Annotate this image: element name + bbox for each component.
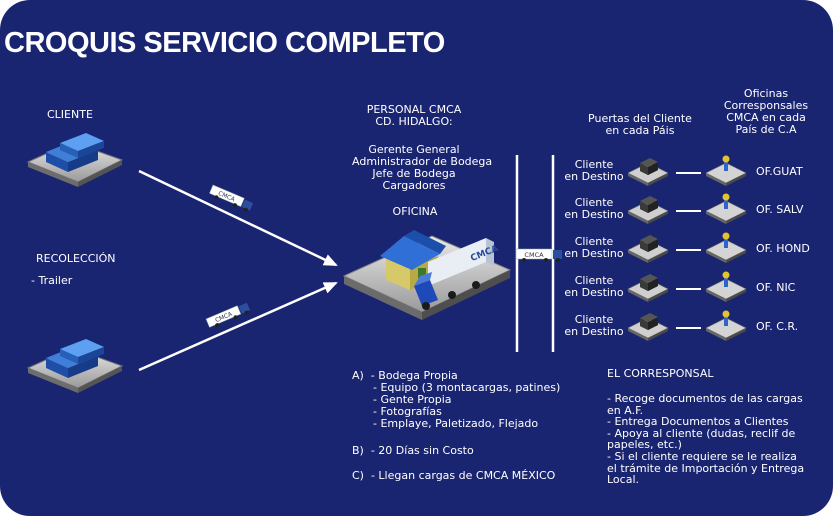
corresponsal-line: - Apoya al cliente (dudas, reclif de — [607, 426, 796, 440]
office-label: OF.GUAT — [756, 165, 803, 178]
cliente-destino-line: en Destino — [564, 325, 624, 338]
office-label: OF. SALV — [756, 203, 804, 216]
note-line: - Fotografías — [352, 405, 442, 418]
puertas-header: Puertas del Cliente en cada Páis — [578, 113, 702, 137]
role-item: Jefe de Bodega — [372, 167, 456, 180]
corresponsal-line: papeles, etc.) — [607, 438, 682, 452]
role-item: Gerente General — [368, 143, 460, 156]
recoleccion-label: RECOLECCIÓN — [36, 252, 116, 265]
arrow-cliente-to-oficina — [138, 169, 338, 267]
role-item: Cargadores — [382, 179, 446, 192]
small-truck-icon-bottom: CMCA — [205, 302, 251, 328]
puertas-header-line: en cada Páis — [605, 124, 675, 137]
corresponsal-line: en A.F. — [607, 403, 644, 417]
oficina-warehouse-icon: CMCA — [342, 230, 512, 320]
note-line: A) - Bodega Propia — [352, 369, 458, 382]
svg-text:CMCA: CMCA — [214, 310, 234, 324]
client-door-icon — [627, 274, 669, 302]
cliente-destino-line: Cliente — [574, 158, 614, 171]
corresponsal-line: - Si el cliente requiere se le realiza — [607, 449, 797, 463]
cliente-destino-line: Cliente — [574, 274, 614, 287]
office-pin-icon — [705, 271, 747, 302]
client-door-icon — [627, 196, 669, 224]
oficinas-header-line: Corresponsales — [723, 99, 809, 112]
crossing-truck-icon: CMCA — [515, 248, 562, 262]
office-pin-icon — [705, 232, 747, 263]
destination-rows — [627, 155, 747, 341]
office-label: OF. NIC — [756, 281, 796, 294]
cliente-destino-label: Cliente en Destino — [558, 314, 630, 338]
cliente-destino-line: en Destino — [564, 170, 624, 183]
personal-roles: Gerente General Administrador de Bodega … — [352, 143, 493, 192]
note-line: - Gente Propia — [352, 393, 452, 406]
client-door-icon — [627, 313, 669, 341]
cliente-label: CLIENTE — [47, 108, 93, 121]
personal-cmca-block: PERSONAL CMCA CD. HIDALGO: — [352, 104, 476, 128]
oficinas-header-line: País de C.A — [735, 123, 797, 136]
role-item: Administrador de Bodega — [352, 155, 493, 168]
cliente-destino-line: Cliente — [574, 235, 614, 248]
corresponsal-line: el trámite de Importación y Entrega — [607, 461, 805, 475]
svg-text:CMCA: CMCA — [217, 190, 237, 204]
office-label: OF. C.R. — [756, 320, 799, 333]
cliente-destino-line: en Destino — [564, 247, 624, 260]
cliente-destino-line: en Destino — [564, 208, 624, 221]
note-line: - Equipo (3 montacargas, patines) — [352, 381, 561, 394]
oficinas-header: Oficinas Corresponsales CMCA en cada Paí… — [714, 88, 818, 136]
small-truck-icon-top: CMCA — [209, 184, 254, 212]
personal-title-line: PERSONAL CMCA — [366, 103, 462, 116]
corresponsal-lines: - Recoge documentos de las cargas en A.F… — [607, 393, 804, 486]
office-pin-icon — [705, 310, 747, 341]
personal-title-line: CD. HIDALGO: — [375, 115, 453, 128]
puertas-header-line: Puertas del Cliente — [588, 112, 692, 125]
oficinas-header-line: Oficinas — [743, 87, 789, 100]
arrow-recoleccion-to-oficina — [138, 281, 338, 372]
note-line: - Emplaye, Paletizado, Flejado — [352, 417, 539, 430]
client-door-icon — [627, 158, 669, 186]
corresponsal-title: EL CORRESPONSAL — [607, 367, 714, 380]
office-label: OF. HOND — [756, 242, 810, 255]
cliente-destino-label: Cliente en Destino — [558, 159, 630, 183]
office-pin-icon — [705, 155, 747, 186]
page-title: CROQUIS SERVICIO COMPLETO — [4, 27, 445, 59]
oficina-label: OFICINA — [392, 205, 438, 218]
cliente-destino-line: Cliente — [574, 313, 614, 326]
svg-text:CMCA: CMCA — [524, 251, 544, 259]
cliente-destino-label: Cliente en Destino — [558, 275, 630, 299]
client-door-icon — [627, 235, 669, 263]
notes-a: A) - Bodega Propia - Equipo (3 montacarg… — [352, 370, 560, 430]
cliente-cargo-icon — [26, 133, 124, 187]
recoleccion-sub: - Trailer — [31, 274, 73, 287]
note-c: C) - Llegan cargas de CMCA MÉXICO — [352, 469, 556, 482]
oficinas-header-line: CMCA en cada — [726, 111, 806, 124]
cliente-destino-label: Cliente en Destino — [558, 197, 630, 221]
cliente-destino-line: Cliente — [574, 196, 614, 209]
office-pin-icon — [705, 193, 747, 224]
cliente-destino-label: Cliente en Destino — [558, 236, 630, 260]
cliente-destino-line: en Destino — [564, 286, 624, 299]
recoleccion-cargo-icon — [26, 339, 124, 393]
corresponsal-line: - Entrega Documentos a Clientes — [607, 415, 789, 429]
corresponsal-line: - Recoge documentos de las cargas — [607, 392, 803, 405]
corresponsal-line: Local. — [607, 473, 640, 487]
note-b: B) - 20 Días sin Costo — [352, 444, 474, 457]
